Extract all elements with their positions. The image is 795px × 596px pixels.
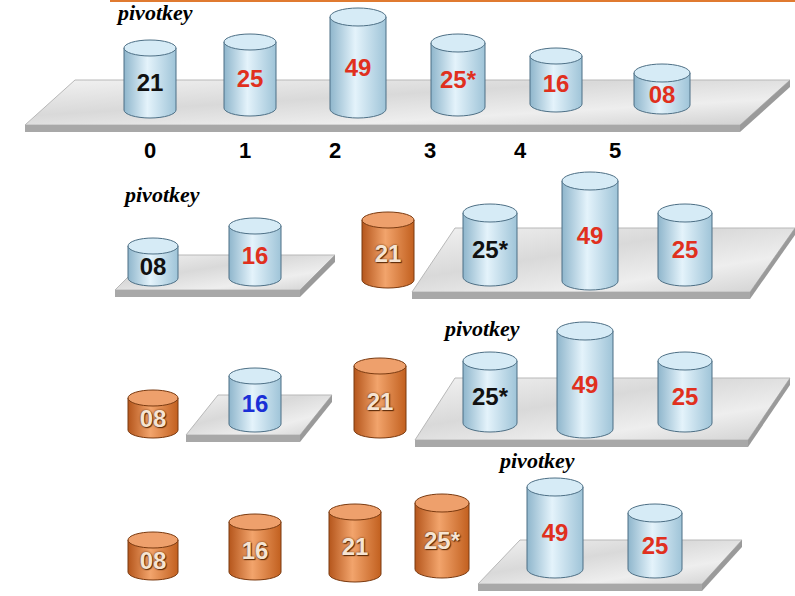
pivot-label: pivotkey — [125, 182, 200, 208]
pivot-label: pivotkey — [500, 448, 575, 474]
index-number: 0 — [144, 138, 156, 164]
cylinder-node: 25 — [224, 34, 276, 116]
cylinder-node: 49 — [557, 322, 613, 438]
key-value: 49 — [330, 55, 386, 81]
cylinder-node: 25 — [658, 352, 712, 432]
key-value: 25 — [658, 384, 712, 410]
cylinder-node: 08 — [634, 64, 690, 114]
key-value: 08 — [128, 254, 178, 280]
key-value: 08 — [128, 406, 178, 432]
key-value: 08 — [634, 82, 690, 108]
cylinder-node: 21 — [354, 358, 406, 438]
pivot-label: pivotkey — [445, 316, 520, 342]
pivot-label: pivotkey — [118, 0, 193, 26]
cylinder-node: 25* — [463, 204, 517, 286]
top-rule — [110, 0, 795, 2]
cylinder-node: 49 — [527, 478, 583, 578]
key-value: 21 — [329, 534, 381, 560]
cylinder-node: 21 — [362, 212, 414, 288]
index-number: 1 — [239, 138, 251, 164]
key-value: 16 — [229, 538, 281, 564]
key-value: 21 — [362, 241, 414, 267]
cylinder-node: 25 — [628, 504, 682, 578]
cylinder-node: 08 — [128, 390, 178, 438]
cylinder-node: 25 — [658, 204, 712, 286]
cylinder-node: 16 — [530, 48, 582, 112]
cylinder-node: 49 — [562, 172, 618, 290]
key-value: 16 — [229, 391, 281, 417]
key-value: 16 — [530, 71, 582, 97]
key-value: 25* — [463, 384, 517, 410]
key-value: 25 — [628, 533, 682, 559]
cylinder-node: 16 — [229, 368, 281, 432]
key-value: 16 — [229, 243, 281, 269]
key-value: 21 — [124, 70, 176, 96]
key-value: 49 — [527, 520, 583, 546]
cylinder-node: 21 — [124, 40, 176, 118]
cylinder-node: 21 — [329, 504, 381, 582]
cylinder-node: 25* — [463, 352, 517, 432]
index-number: 3 — [424, 138, 436, 164]
platform — [478, 540, 742, 591]
index-number: 2 — [329, 138, 341, 164]
cylinder-node: 16 — [229, 218, 281, 286]
cylinder-node: 25* — [431, 34, 485, 116]
cylinder-node: 16 — [229, 514, 281, 580]
key-value: 25* — [415, 528, 469, 554]
platform — [115, 255, 335, 297]
key-value: 25* — [431, 67, 485, 93]
cylinder-node: 49 — [330, 8, 386, 118]
cylinder-node: 25* — [415, 494, 469, 578]
key-value: 21 — [354, 389, 406, 415]
index-number: 5 — [609, 138, 621, 164]
index-number: 4 — [514, 138, 526, 164]
key-value: 25 — [224, 66, 276, 92]
key-value: 25 — [658, 237, 712, 263]
key-value: 08 — [128, 548, 178, 574]
key-value: 25* — [463, 237, 517, 263]
key-value: 49 — [562, 223, 618, 249]
cylinder-node: 08 — [128, 532, 178, 580]
cylinder-node: 08 — [128, 238, 178, 286]
key-value: 49 — [557, 372, 613, 398]
